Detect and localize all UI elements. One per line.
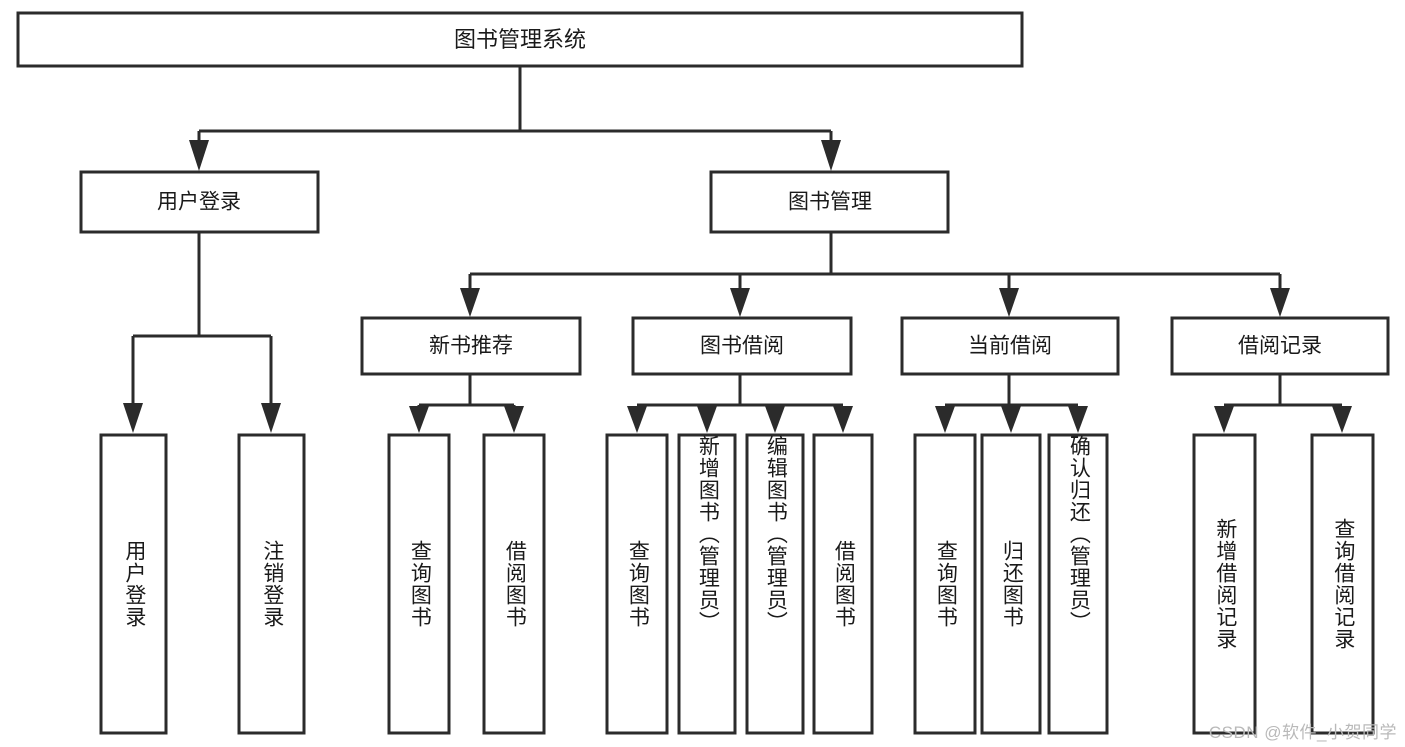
arrow-to-borrow-record [1270, 288, 1290, 317]
node-leaf-query-book-1[interactable] [387, 433, 451, 735]
arrow-leaf-add-record [1214, 406, 1234, 433]
edges-layer [123, 66, 1352, 433]
nodes-layer: 图书管理系统 用户登录 图书管理 新书推荐 图书借阅 当前 [16, 11, 1390, 735]
arrow-to-book-borrow [730, 288, 750, 317]
arrow-leaf-borrow-book-1 [504, 406, 524, 433]
node-new-book-recommend[interactable]: 新书推荐 [360, 316, 582, 376]
node-user-login[interactable]: 用户登录 [79, 170, 320, 234]
arrow-leaf-borrow-book-2 [833, 406, 853, 433]
arrow-leaf-add-book [697, 406, 717, 433]
node-book-manage[interactable]: 图书管理 [709, 170, 950, 234]
arrow-leaf-edit-book [765, 406, 785, 433]
arrow-to-user-login [189, 140, 209, 171]
node-leaf-query-book-2[interactable] [605, 433, 669, 735]
arrow-to-new-book [460, 288, 480, 317]
node-leaf-query-record[interactable] [1310, 433, 1375, 735]
node-book-borrow[interactable]: 图书借阅 [631, 316, 853, 376]
arrow-to-current-borrow [999, 288, 1019, 317]
node-current-borrow[interactable]: 当前借阅 [900, 316, 1120, 376]
node-leaf-add-book[interactable] [677, 433, 737, 735]
arrow-leaf-confirm-return [1068, 406, 1088, 433]
watermark: CSDN @软件_小贺同学 [1208, 723, 1397, 742]
node-new-book-recommend-label: 新书推荐 [429, 335, 513, 358]
arrow-leaf-return-book [1001, 406, 1021, 433]
node-leaf-logout[interactable] [237, 433, 306, 735]
arrow-leaf-logout [261, 403, 281, 433]
node-borrow-record[interactable]: 借阅记录 [1170, 316, 1390, 376]
node-leaf-query-book-3[interactable] [913, 433, 977, 735]
node-book-borrow-label: 图书借阅 [700, 335, 784, 358]
arrow-leaf-user-login [123, 403, 143, 433]
node-book-manage-label: 图书管理 [788, 191, 872, 214]
node-root-label: 图书管理系统 [454, 27, 586, 52]
node-current-borrow-label: 当前借阅 [968, 335, 1052, 358]
node-user-login-label: 用户登录 [157, 191, 241, 214]
arrow-leaf-query-book-2 [627, 406, 647, 433]
node-leaf-borrow-book-2[interactable] [812, 433, 874, 735]
arrow-to-book-manage [821, 140, 841, 171]
arrow-leaf-query-record [1332, 406, 1352, 433]
node-leaf-edit-book[interactable] [745, 433, 805, 735]
node-borrow-record-label: 借阅记录 [1238, 335, 1322, 358]
node-leaf-borrow-book-1[interactable] [482, 433, 546, 735]
node-leaf-user-login[interactable] [99, 433, 168, 735]
arrow-leaf-query-book-1 [409, 406, 429, 433]
node-leaf-confirm-return[interactable] [1047, 433, 1109, 735]
node-leaf-return-book[interactable] [980, 433, 1042, 735]
arrow-leaf-query-book-3 [935, 406, 955, 433]
node-root[interactable]: 图书管理系统 [16, 11, 1024, 68]
node-leaf-add-record[interactable] [1192, 433, 1257, 735]
